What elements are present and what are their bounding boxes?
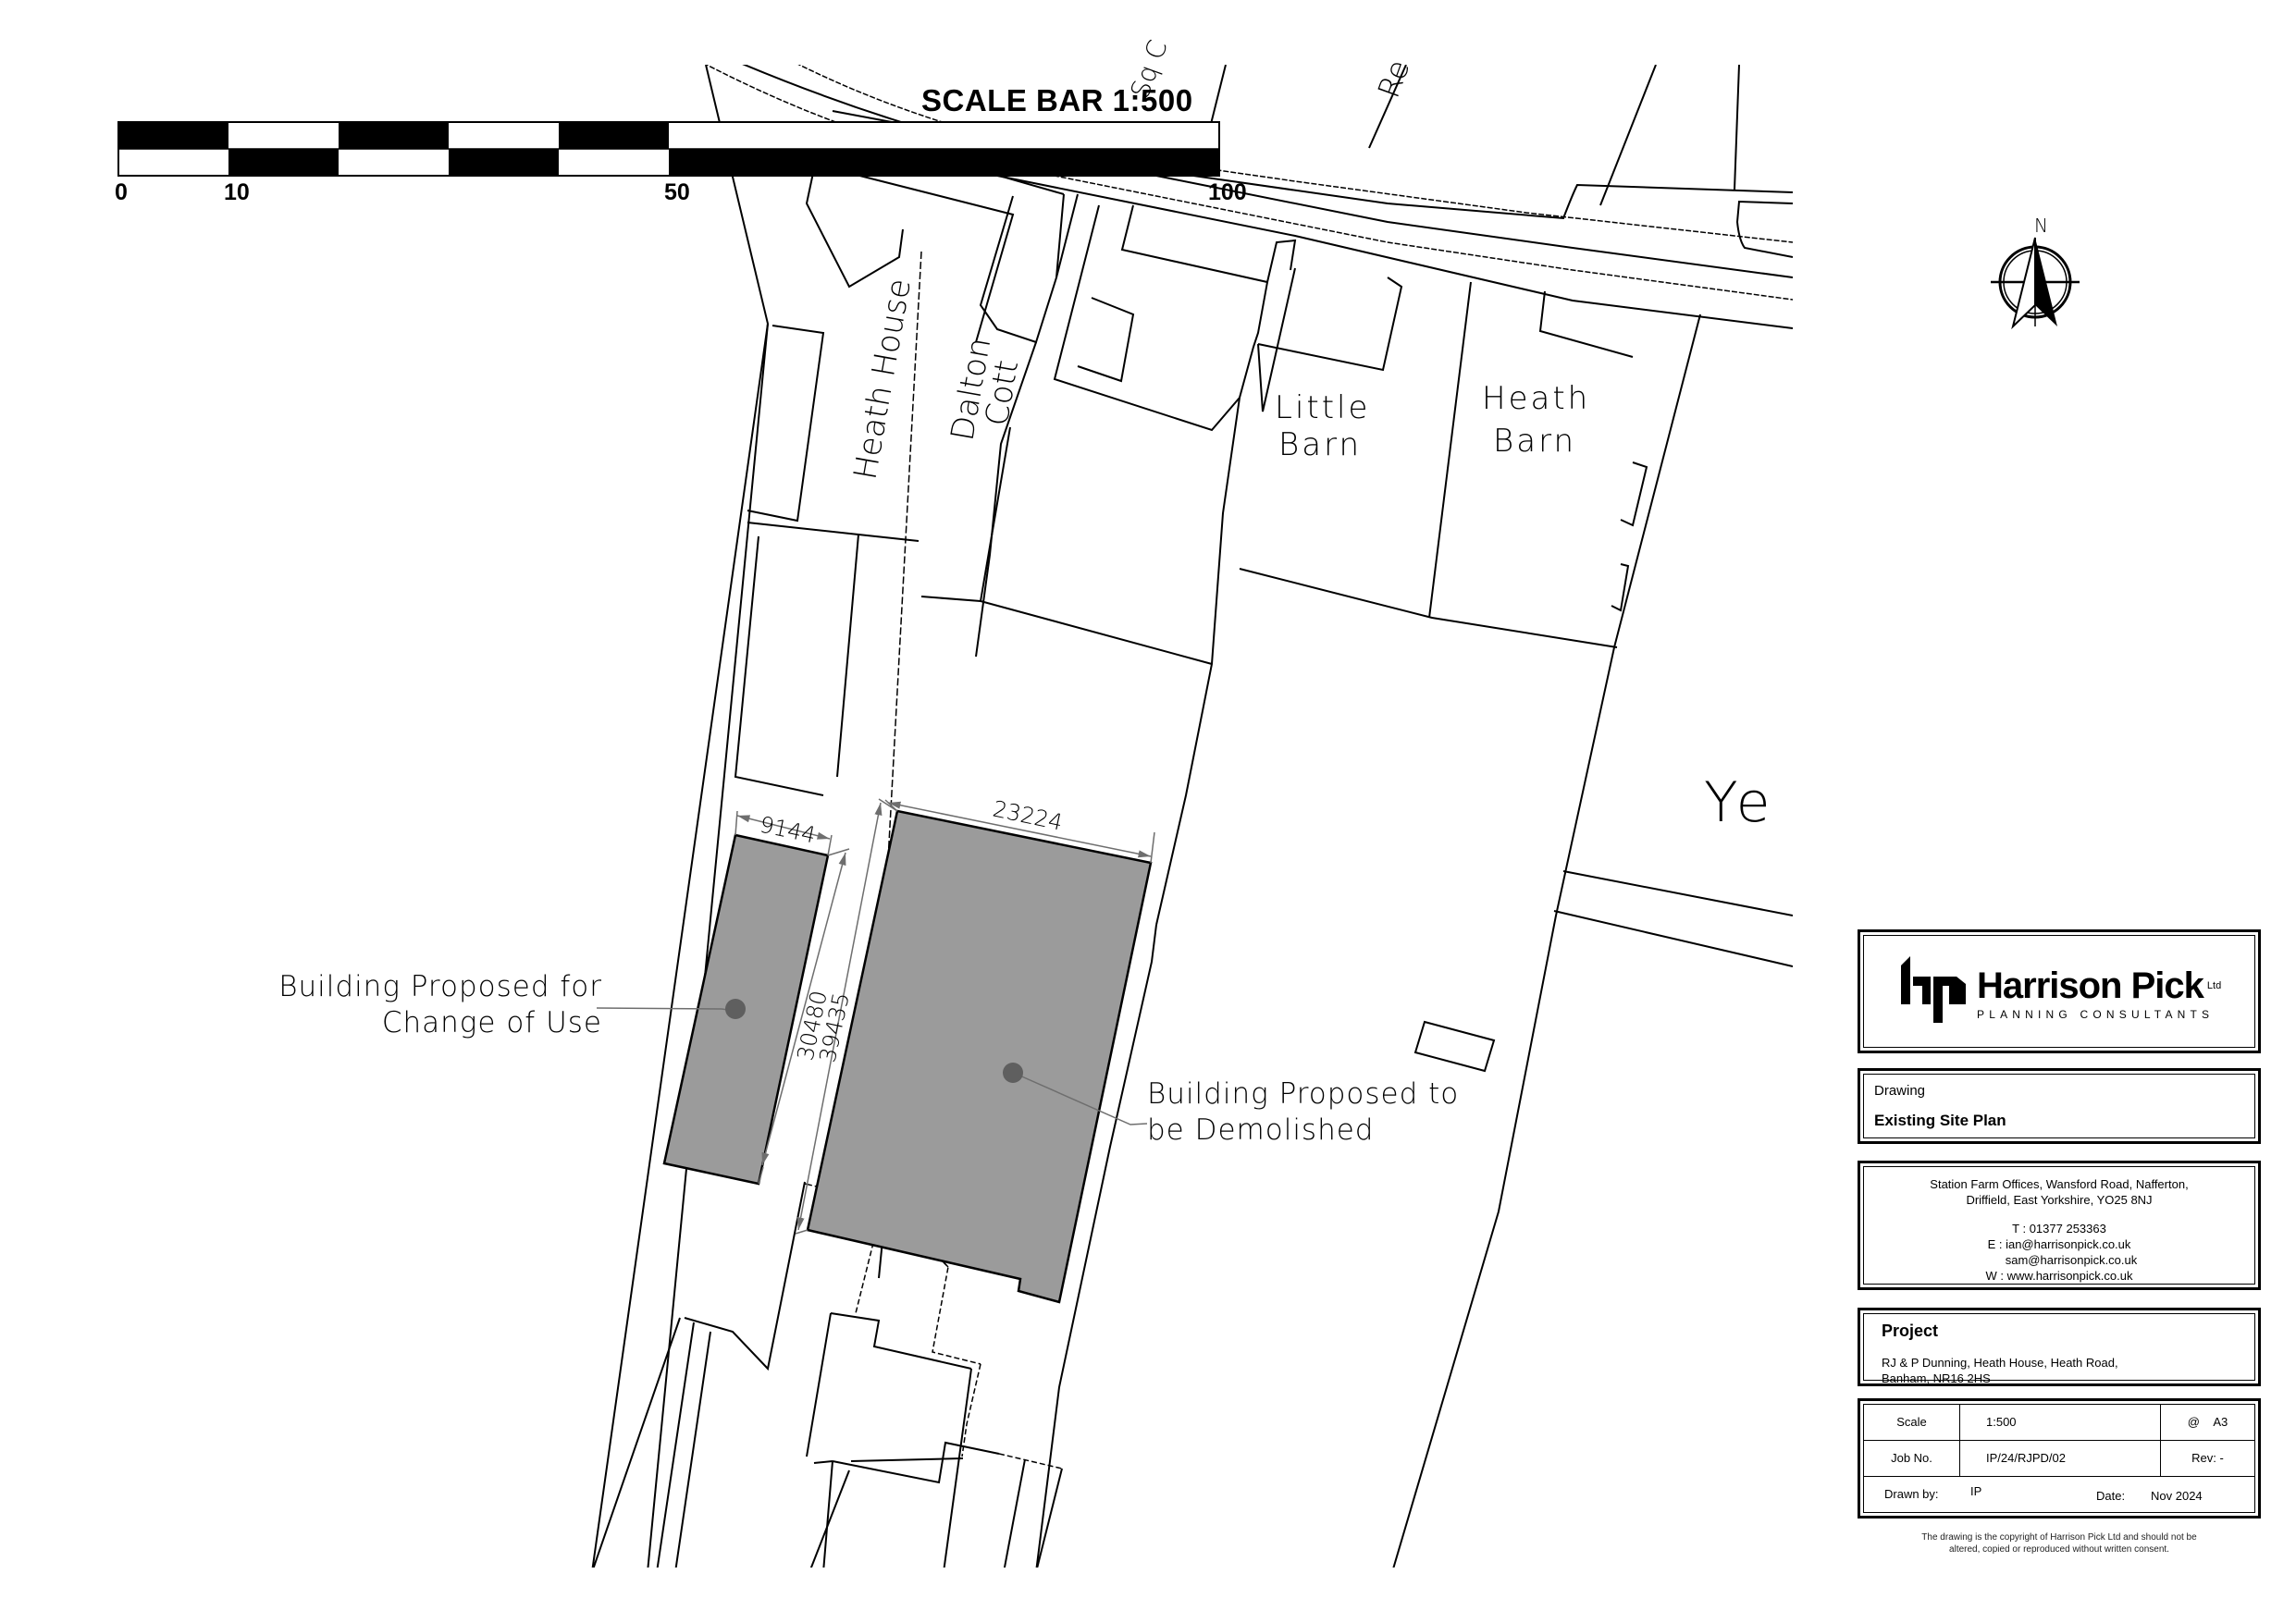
label-little-barn-2: Barn (1278, 426, 1362, 463)
north-arrow-icon (1991, 237, 2080, 330)
title-block-meta: Scale 1:500 @ A3 Job No. IP/24/RJPD/02 R… (1858, 1398, 2261, 1518)
date-value: Nov 2024 (2151, 1489, 2203, 1503)
company-tagline: PLANNING CONSULTANTS (1977, 1008, 2215, 1021)
drawing-label: Drawing (1874, 1083, 1926, 1099)
dimension-23224: 23224 (991, 795, 1066, 835)
title-block-address: Station Farm Offices, Wansford Road, Naf… (1858, 1161, 2261, 1290)
scale-bar-title: SCALE BAR 1:500 (921, 83, 1193, 117)
scale-label: Scale (1864, 1405, 1960, 1441)
title-block-drawing: Drawing Existing Site Plan (1858, 1068, 2261, 1144)
company-name: Harrison Pick (1977, 965, 2204, 1006)
copyright-line-2: altered, copied or reproduced without wr… (1949, 1544, 2169, 1555)
label-heath-house: Heath House (846, 276, 919, 482)
label-little-barn-1: Little (1275, 389, 1370, 426)
job-label: Job No. (1864, 1439, 1960, 1478)
address-line-2: Driffield, East Yorkshire, YO25 8NJ (1966, 1193, 2153, 1207)
email-1: E : ian@harrisonpick.co.uk (1987, 1237, 2131, 1251)
callout-change-of-use-line2: Change of Use (382, 1006, 602, 1039)
callout-demolish-line1: Building Proposed to (1147, 1077, 1459, 1111)
email-2: sam@harrisonpick.co.uk (2005, 1253, 2138, 1267)
scale-bar (117, 121, 1220, 177)
project-line-2: Banham, NR16 2HS (1882, 1371, 1991, 1385)
dimension-lines (596, 798, 1155, 1235)
title-block-project: Project RJ & P Dunning, Heath House, Hea… (1858, 1308, 2261, 1386)
drawn-by-label: Drawn by: (1884, 1487, 1939, 1501)
scale-tick-10: 10 (224, 179, 250, 205)
callout-demolish-line2: be Demolished (1147, 1113, 1375, 1147)
address-line-1: Station Farm Offices, Wansford Road, Naf… (1930, 1177, 2189, 1191)
scale-tick-50: 50 (664, 179, 690, 205)
meta-table: Scale 1:500 @ A3 Job No. IP/24/RJPD/02 R… (1864, 1405, 2254, 1512)
paper-size: @ A3 (2160, 1405, 2254, 1441)
website: W : www.harrisonpick.co.uk (1985, 1269, 2133, 1283)
meta-row-drawn: Drawn by: IP Date: Nov 2024 (1864, 1476, 2254, 1512)
meta-row-scale: Scale 1:500 @ A3 (1864, 1405, 2254, 1441)
scale-tick-100: 100 (1208, 179, 1247, 205)
date-label: Date: (2096, 1489, 2126, 1503)
drawing-title: Existing Site Plan (1874, 1112, 2006, 1129)
meta-row-job: Job No. IP/24/RJPD/02 Rev: - (1864, 1439, 2254, 1478)
label-road-partial-re: Re (1371, 55, 1417, 103)
job-value: IP/24/RJPD/02 (1959, 1439, 2161, 1478)
scale-tick-0: 0 (115, 179, 128, 205)
callout-dots (725, 999, 1023, 1083)
label-heath-barn-2: Barn (1493, 423, 1576, 460)
project-label: Project (1882, 1322, 1939, 1340)
harrison-pick-logo-icon (1901, 956, 1966, 1023)
revision: Rev: - (2160, 1439, 2254, 1478)
project-line-1: RJ & P Dunning, Heath House, Heath Road, (1882, 1356, 2118, 1370)
building-to-demolish (806, 809, 1153, 1304)
label-road-partial-ye: Ye (1704, 770, 1776, 835)
drawn-by-value: IP (1970, 1484, 1982, 1498)
paper-size-value: A3 (2213, 1415, 2228, 1430)
north-label: N (2034, 215, 2048, 237)
company-suffix: Ltd (2206, 980, 2222, 991)
phone: T : 01377 253363 (2012, 1222, 2106, 1236)
callout-change-of-use-line1: Building Proposed for (278, 970, 602, 1003)
label-heath-barn-1: Heath (1482, 380, 1590, 417)
paper-at: @ (2187, 1415, 2200, 1430)
copyright-line-1: The drawing is the copyright of Harrison… (1921, 1532, 2197, 1543)
copyright-notice: The drawing is the copyright of Harrison… (1858, 1531, 2261, 1555)
map-linework (591, 65, 1793, 1568)
scale-value: 1:500 (1959, 1405, 2161, 1441)
